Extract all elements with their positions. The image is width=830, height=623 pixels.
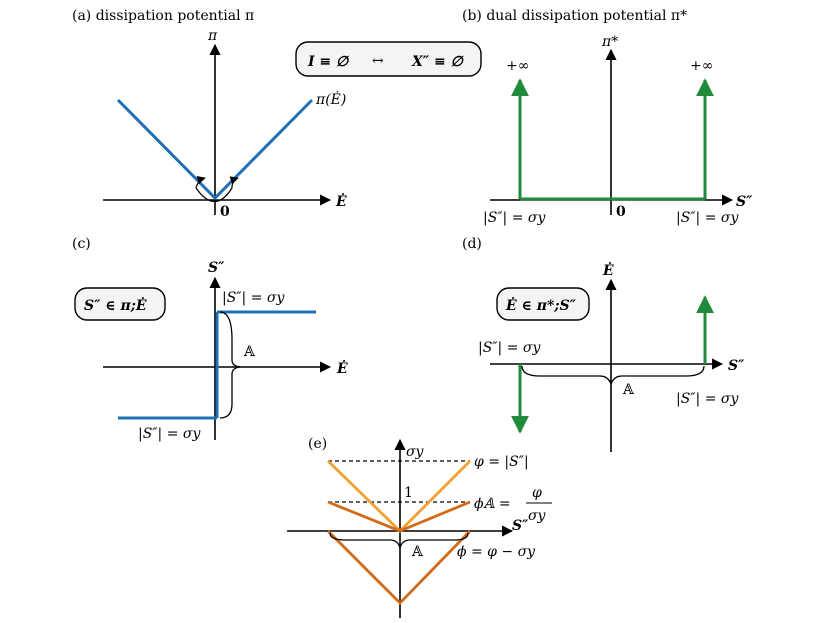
panel-e-phiA-den: σy [528,508,547,524]
panel-e-brace-label: 𝔸 [411,544,424,560]
panel-a-x-label: Ė [335,191,347,210]
panel-e-tick-label: 1 [404,485,413,501]
panel-b-right-bound: |S″| = σy [676,210,739,226]
panel-a-origin: 0 [220,204,230,220]
panel-b-x-label: S″ [736,194,753,210]
panel-a-left-arc [195,176,206,189]
panel-b-left-infinity: +∞ [506,58,529,74]
panel-c-lower-label: |S″| = σy [138,426,201,442]
panel-e-phiA-curve [327,500,471,533]
panel-e: (e) σy S″ 1 𝔸 φ = |S″| ϕ𝔸 = φ σy ϕ = φ −… [287,436,552,618]
panel-a-caption: (a) dissipation potential π [72,8,254,24]
panel-b-left-bound: |S″| = σy [483,210,546,226]
panel-b-caption: (b) dual dissipation potential π* [462,8,687,24]
panel-d-left-label: |S″| = σy [478,340,541,356]
panel-a-right-arc [229,176,239,189]
panel-d-right-label: |S″| = σy [676,391,739,407]
panel-e-phi-shift-curve [327,530,472,605]
panel-d: (d) Ė S″ 𝔸 |S″| = σy |S″| = σy Ė ∈ π*;S″ [462,236,745,452]
panel-c-box-label: S″ ∈ π;Ė [84,295,147,314]
panel-a-curve-label: π(Ė) [315,90,346,108]
panel-c-y-label: S″ [208,260,225,276]
panel-c-brace-label: 𝔸 [243,344,256,360]
panel-c-caption: (c) [72,236,91,252]
panel-e-caption: (e) [308,436,327,452]
panel-d-box-frame [496,287,590,321]
panel-a-bottom-arc [195,187,233,203]
panel-b-right-infinity: +∞ [690,58,713,74]
panel-d-brace [521,365,705,386]
equivalence-left: I ≡ ∅ [307,54,350,70]
panel-c: (c) S″ Ė 𝔸 |S″| = σy |S″| = σy S″ ∈ π;Ė [72,236,348,442]
panel-e-phi-shift-label: ϕ = φ − σy [457,544,536,560]
panel-e-phiA-lhs: ϕ𝔸 = [474,496,511,512]
panel-a-y-label: π [207,28,218,44]
panel-d-box-label: Ė ∈ π*;S″ [505,295,577,314]
panel-e-y-label: σy [406,444,425,460]
panel-c-x-label: Ė [336,358,348,377]
panel-c-brace [219,311,241,419]
panel-d-caption: (d) [462,236,482,252]
panel-e-phi-label: φ = |S″| [474,454,529,470]
panel-e-x-label: S″ [512,518,529,534]
panel-c-box-frame [74,287,166,321]
panel-a-vee-curve [116,98,314,201]
panel-b: (b) dual dissipation potential π* π* S″ … [462,8,753,226]
panel-b-y-label: π* [601,34,618,50]
panel-b-origin: 0 [616,204,626,220]
panel-e-phiA-num: φ [532,485,542,501]
panel-e-brace [329,532,469,549]
panel-d-y-label: Ė [602,260,614,279]
equivalence-right: X″ ≡ ∅ [411,54,465,70]
equivalence-arrow: ↔ [372,53,384,69]
equivalence-box: I ≡ ∅ ↔ X″ ≡ ∅ [295,41,482,77]
equivalence-box-frame [295,41,482,77]
panel-c-upper-label: |S″| = σy [222,290,285,306]
panel-a: (a) dissipation potential π π Ė 0 π(Ė) [72,8,347,220]
panel-d-brace-label: 𝔸 [622,382,635,398]
panel-e-phi-curve [327,459,471,533]
panel-d-x-label: S″ [728,358,745,374]
